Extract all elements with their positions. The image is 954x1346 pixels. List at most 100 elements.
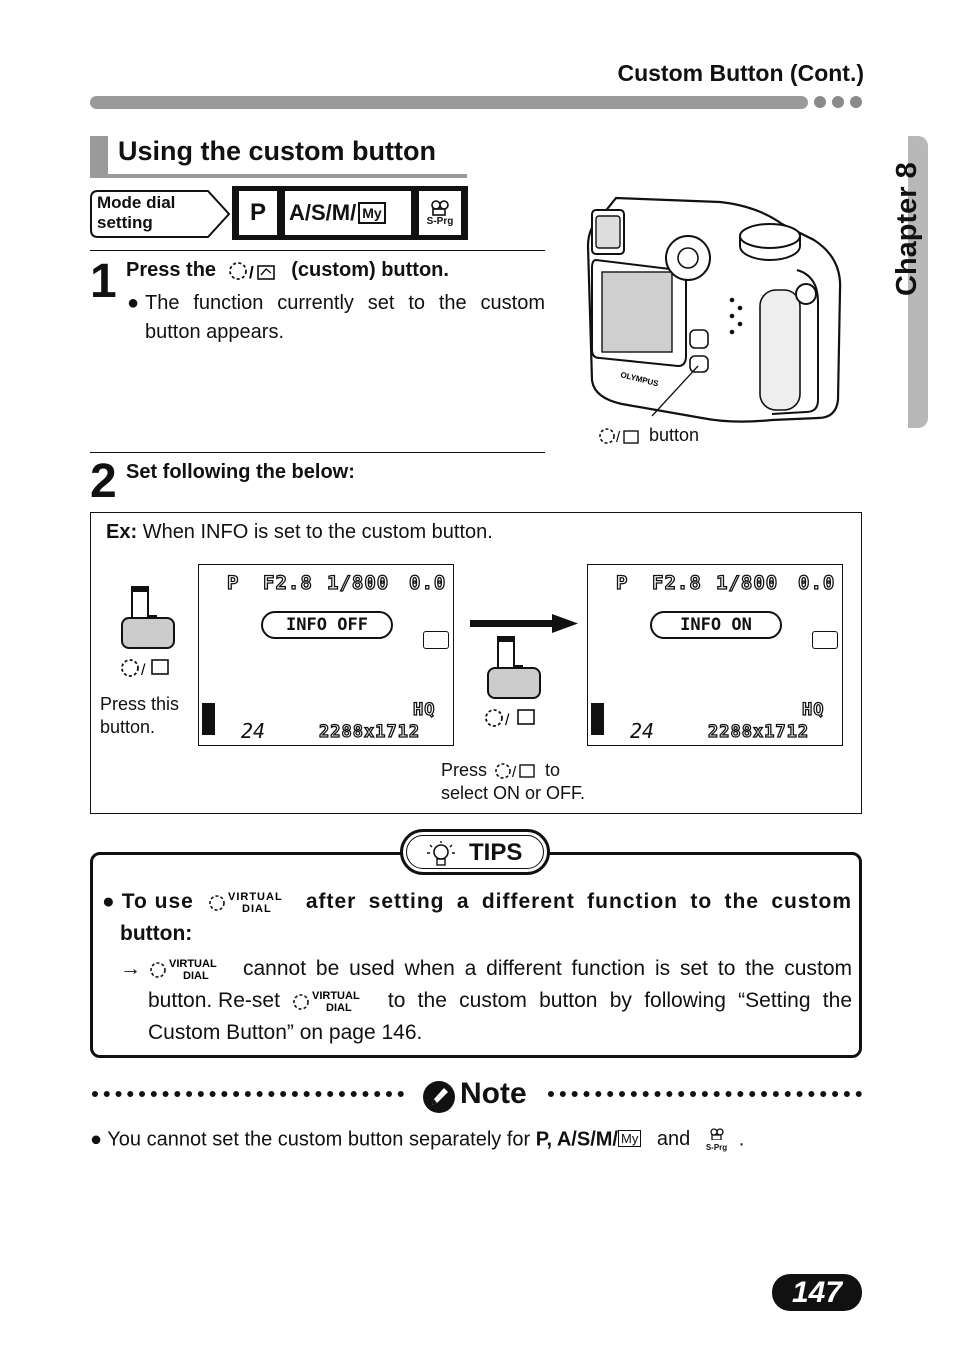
pencil-icon (423, 1081, 455, 1113)
chapter-tab (908, 136, 928, 428)
lcd-aperture: F2.8 (262, 571, 313, 594)
lcd-info-state: INFO OFF (261, 611, 393, 639)
custom-button-icon: / (495, 763, 535, 781)
card-icon (812, 631, 838, 649)
header-bar (90, 96, 808, 109)
vd-top: VIRTUAL (312, 990, 360, 1002)
sprg-box: S-Prg (416, 188, 464, 238)
note-text-bold: P, A/S/M/ (535, 1128, 618, 1151)
my-icon: My (358, 202, 386, 224)
note-text-end: . (738, 1128, 745, 1151)
tips-bullet1: ● To use VIRTUAL DIAL after setting a di… (102, 886, 852, 918)
card-icon (423, 631, 449, 649)
lcd-ev: 0.0 (797, 571, 836, 594)
camera-illustration: OLYMPUS (586, 196, 842, 423)
virtual-dial-icon: VIRTUAL DIAL (293, 990, 360, 1014)
section-title: Using the custom button (118, 136, 436, 166)
mode-asm-text: A/S/M/ (289, 200, 357, 225)
custom-button-icon: / (599, 428, 639, 446)
sprg-icon: S-Prg (706, 1128, 727, 1152)
press-to-pre: Press (441, 760, 488, 780)
example-box (90, 512, 862, 814)
my-icon: My (617, 1130, 642, 1148)
virtual-dial-icon: VIRTUAL DIAL (150, 958, 217, 982)
tips-b1-post: after setting a different function to th… (305, 890, 852, 913)
lcd-quality: HQ (412, 699, 436, 720)
tips-r1-post: cannot be used when a different function… (243, 957, 852, 980)
note-label: Note (460, 1077, 527, 1110)
lcd-resolution: 2288x1712 (318, 721, 421, 742)
press-to-post: to (545, 760, 561, 780)
right-arrow-icon (470, 614, 578, 633)
tips-result-line2: button. Re-set VIRTUAL DIAL to the custo… (102, 985, 852, 1017)
vd-top: VIRTUAL (228, 891, 283, 903)
chapter-label-text: Chapter 8 (891, 162, 923, 296)
battery-bar (202, 703, 215, 735)
mode-p: P (236, 188, 280, 238)
step1-rule (90, 250, 545, 251)
tips-result-line1: → VIRTUAL DIAL cannot be used when a dif… (102, 953, 852, 985)
example-label: Ex: (106, 521, 138, 543)
step1-title-pre: Press the (126, 259, 217, 281)
step2-title: Set following the below: (126, 461, 355, 483)
lcd-resolution: 2288x1712 (707, 721, 810, 742)
section-heading-grip (90, 136, 108, 174)
example-caption: Ex: When INFO is set to the custom butto… (106, 521, 493, 544)
camera-caption-text: button (649, 425, 700, 445)
vd-top: VIRTUAL (169, 958, 217, 970)
finger-press-icon: / (121, 586, 175, 679)
chapter-label: Chapter 8 (891, 162, 923, 296)
bullet-dot: ● (90, 1128, 103, 1151)
press-this-line1: Press this (100, 694, 180, 714)
tips-r2-post: to the custom button by following “Setti… (387, 989, 852, 1012)
svg-text:/: / (616, 429, 621, 446)
tips-r3: Custom Button” on page 146. (148, 1021, 423, 1044)
lcd-info-state: INFO ON (650, 611, 782, 639)
tips-r2-pre: button. Re-set (148, 989, 280, 1012)
bullet-dot: ● (102, 890, 116, 913)
lcd-shutter: 1/800 (715, 571, 779, 594)
battery-bar (591, 703, 604, 735)
press-this-line2: button. (100, 717, 156, 737)
press-to-line2: select ON or OFF. (441, 783, 586, 803)
tips-content: ● To use VIRTUAL DIAL after setting a di… (102, 886, 852, 1049)
sprg-label: S-Prg (426, 215, 454, 227)
mode-dial-label-line1: Mode dial (97, 193, 176, 212)
page-number: 147 (772, 1274, 862, 1311)
arrow-icon: → (120, 957, 141, 980)
lcd-shutter: 1/800 (326, 571, 390, 594)
movie-camera-icon (431, 199, 449, 216)
step1-bullet: ● The function currently set to the cust… (127, 289, 545, 347)
tips-b1-line2: button: (120, 922, 193, 945)
press-to-select-caption: Press / to select ON or OFF. (441, 759, 585, 805)
svg-text:/: / (249, 263, 254, 282)
step1-title: Press the / (custom) button. (126, 259, 449, 282)
step2-rule (90, 452, 545, 453)
step1-number: 1 (90, 255, 117, 308)
svg-text:/: / (141, 662, 146, 679)
lcd-mode: P (615, 571, 629, 594)
tips-label: TIPS (400, 829, 550, 875)
custom-button-icon: / (228, 261, 275, 282)
note-divider-right (548, 1091, 862, 1105)
movie-camera-icon (709, 1128, 724, 1141)
vd-bottom: DIAL (242, 903, 272, 915)
tips-label-inner (406, 835, 544, 869)
step1-title-post: (custom) button. (291, 259, 449, 281)
camera-caption: / button (598, 425, 699, 446)
lcd-screen-right: P F2.8 1/800 0.0 INFO ON HQ 24 2288x1712 (587, 564, 843, 746)
vd-bottom: DIAL (326, 1002, 352, 1014)
step2-number: 2 (90, 455, 117, 508)
lcd-mode: P (226, 571, 240, 594)
header-dot (850, 96, 862, 108)
lcd-ev: 0.0 (408, 571, 447, 594)
sprg-label: S-Prg (705, 1143, 728, 1152)
svg-text:/: / (512, 764, 517, 781)
lcd-frames: 24 (630, 719, 655, 743)
lcd-screen-left: P F2.8 1/800 0.0 INFO OFF HQ 24 2288x171… (198, 564, 454, 746)
note-text: ● You cannot set the custom button separ… (90, 1128, 744, 1152)
mode-dial-label-line2: setting (97, 213, 153, 232)
lcd-quality: HQ (801, 699, 825, 720)
tips-b1-pre: To use (121, 890, 194, 913)
press-this-caption: Press this button. (100, 693, 179, 739)
